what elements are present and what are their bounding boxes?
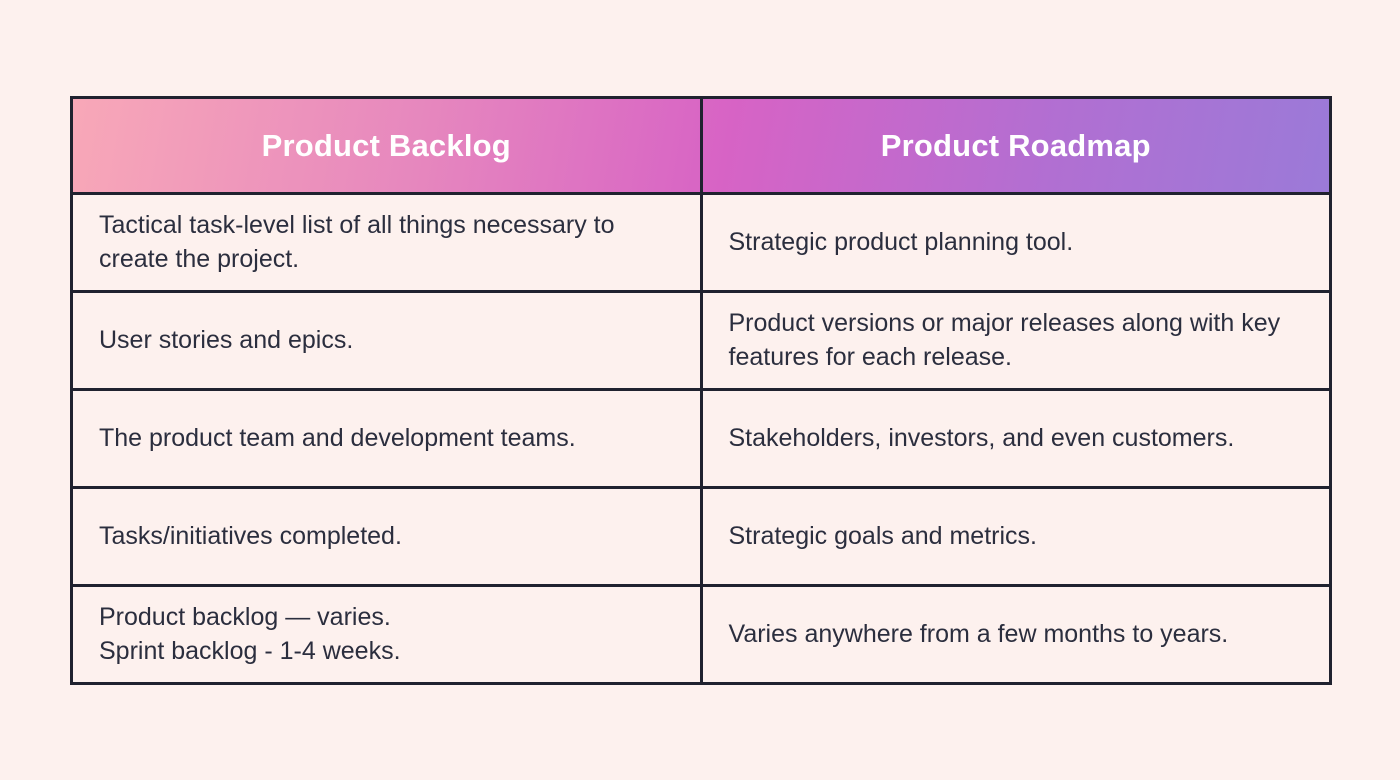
comparison-table: Product Backlog Product Roadmap Tactical… — [70, 96, 1332, 685]
table-cell-roadmap: Varies anywhere from a few months to yea… — [728, 619, 1229, 648]
table-row: The product team and development teams. … — [73, 388, 1329, 486]
table-cell-roadmap: Stakeholders, investors, and even custom… — [728, 423, 1235, 452]
column-header-product-backlog: Product Backlog — [73, 99, 703, 192]
table-cell-backlog: Tactical task-level list of all things n… — [73, 195, 703, 290]
table-cell-backlog: User stories and epics. — [73, 293, 703, 388]
table-cell-backlog: Product backlog — varies. Sprint backlog… — [73, 587, 703, 682]
table-cell-roadmap: Strategic product planning tool. — [728, 227, 1074, 256]
table-row: Tactical task-level list of all things n… — [73, 192, 1329, 290]
table-cell-backlog: Tasks/initiatives completed. — [73, 489, 703, 584]
table-cell-backlog: The product team and development teams. — [73, 391, 703, 486]
table-cell-roadmap: Product versions or major releases along… — [728, 308, 1281, 371]
table-cell-roadmap: Strategic goals and metrics. — [728, 521, 1037, 550]
table-row: Tasks/initiatives completed. Strategic g… — [73, 486, 1329, 584]
table-row: User stories and epics. Product versions… — [73, 290, 1329, 388]
table-header-row: Product Backlog Product Roadmap — [73, 99, 1329, 192]
column-header-product-roadmap: Product Roadmap — [880, 127, 1151, 163]
table-row: Product backlog — varies. Sprint backlog… — [73, 584, 1329, 682]
